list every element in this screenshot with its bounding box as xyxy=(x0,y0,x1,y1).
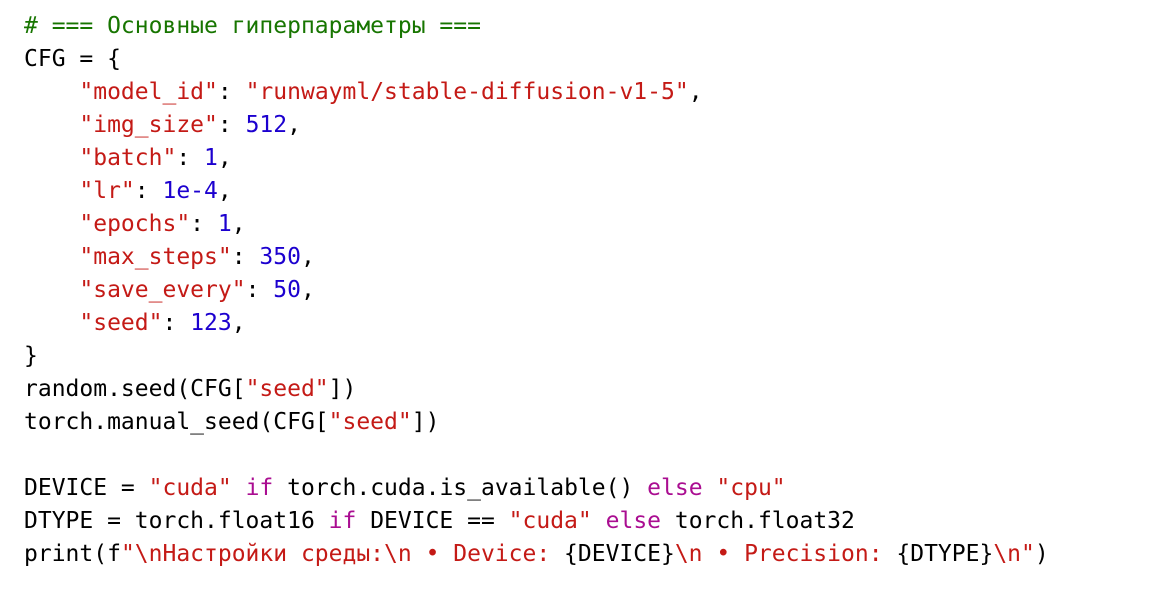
code-token: \n" xyxy=(993,541,1035,567)
code-token: if xyxy=(245,475,274,501)
code-token: {DEVICE} xyxy=(564,541,675,567)
code-token: "batch" xyxy=(79,145,177,171)
code-token: DTYPE = torch.float16 xyxy=(24,508,329,534)
code-token: : xyxy=(176,145,205,171)
code-token: DEVICE == xyxy=(356,508,509,534)
code-line: "seed": 123, xyxy=(24,307,1152,340)
code-token xyxy=(24,112,79,138)
code-token: if xyxy=(328,508,357,534)
code-token: else xyxy=(605,508,662,534)
code-token: {DTYPE} xyxy=(896,541,994,567)
code-line: print(f"\nНастройки среды:\n • Device: {… xyxy=(24,538,1152,571)
code-token: "seed" xyxy=(79,310,163,336)
code-token: "cpu" xyxy=(716,475,786,501)
code-token: , xyxy=(231,310,246,336)
code-token: print(f xyxy=(24,541,121,567)
code-token: "max_steps" xyxy=(79,244,232,270)
code-token: "seed" xyxy=(328,409,412,435)
code-token: 50 xyxy=(273,277,301,303)
code-token: ]) xyxy=(328,376,357,402)
code-token: : xyxy=(217,112,246,138)
code-token: 1e-4 xyxy=(162,178,218,204)
code-token: torch.manual_seed(CFG[ xyxy=(24,409,329,435)
code-line: random.seed(CFG["seed"]) xyxy=(24,373,1152,406)
code-line xyxy=(24,439,1152,472)
code-token: # === Основные гиперпараметры === xyxy=(24,13,481,39)
code-token xyxy=(24,310,79,336)
code-token xyxy=(24,79,79,105)
code-token: ]) xyxy=(411,409,440,435)
code-token: } xyxy=(24,343,38,369)
code-token: \n • Precision: xyxy=(674,541,897,567)
code-token xyxy=(703,475,717,501)
code-token xyxy=(232,475,246,501)
code-token: "\nНастройки среды:\n • Device: xyxy=(120,541,565,567)
code-token: , xyxy=(217,145,232,171)
code-token: "img_size" xyxy=(79,112,218,138)
code-line: "img_size": 512, xyxy=(24,109,1152,142)
code-line: "save_every": 50, xyxy=(24,274,1152,307)
code-token: 1 xyxy=(217,211,232,237)
code-line: "max_steps": 350, xyxy=(24,241,1152,274)
code-token xyxy=(24,178,79,204)
code-token: , xyxy=(217,178,232,204)
code-token: : xyxy=(231,244,260,270)
code-token: 1 xyxy=(204,145,218,171)
code-token: : xyxy=(190,211,218,237)
code-token: "save_every" xyxy=(79,277,246,303)
code-line: # === Основные гиперпараметры === xyxy=(24,10,1152,43)
code-line: } xyxy=(24,340,1152,373)
code-token: torch.cuda.is_available() xyxy=(273,475,648,501)
code-token xyxy=(24,244,79,270)
code-token xyxy=(24,211,79,237)
code-token: 350 xyxy=(259,244,301,270)
code-line: "batch": 1, xyxy=(24,142,1152,175)
code-line: DEVICE = "cuda" if torch.cuda.is_availab… xyxy=(24,472,1152,505)
code-token: "epochs" xyxy=(79,211,191,237)
code-token: ) xyxy=(1034,541,1049,567)
code-token: "cuda" xyxy=(508,508,592,534)
code-token xyxy=(24,145,79,171)
code-token: , xyxy=(300,244,315,270)
code-token: : xyxy=(162,310,191,336)
code-token: 123 xyxy=(190,310,232,336)
code-token: , xyxy=(287,112,301,138)
code-token: "cuda" xyxy=(148,475,232,501)
code-line: "model_id": "runwayml/stable-diffusion-v… xyxy=(24,76,1152,109)
code-token xyxy=(592,508,606,534)
code-line: torch.manual_seed(CFG["seed"]) xyxy=(24,406,1152,439)
code-line: DTYPE = torch.float16 if DEVICE == "cuda… xyxy=(24,505,1152,538)
code-token: CFG = { xyxy=(24,46,121,72)
code-token: 512 xyxy=(245,112,288,138)
code-line: CFG = { xyxy=(24,43,1152,76)
code-line: "epochs": 1, xyxy=(24,208,1152,241)
code-token: , xyxy=(688,79,703,105)
code-token: else xyxy=(647,475,703,501)
code-token: , xyxy=(300,277,315,303)
code-token: DEVICE = xyxy=(24,475,149,501)
code-token: : xyxy=(134,178,163,204)
code-token: : xyxy=(217,79,246,105)
code-token: "seed" xyxy=(245,376,329,402)
code-token: "runwayml/stable-diffusion-v1-5" xyxy=(245,79,689,105)
code-token: "model_id" xyxy=(79,79,218,105)
code-line: "lr": 1e-4, xyxy=(24,175,1152,208)
code-token: : xyxy=(245,277,274,303)
code-token: random.seed(CFG[ xyxy=(24,376,246,402)
code-token xyxy=(24,277,79,303)
code-token: , xyxy=(231,211,246,237)
code-token: torch.float32 xyxy=(661,508,855,534)
code-token: "lr" xyxy=(79,178,135,204)
